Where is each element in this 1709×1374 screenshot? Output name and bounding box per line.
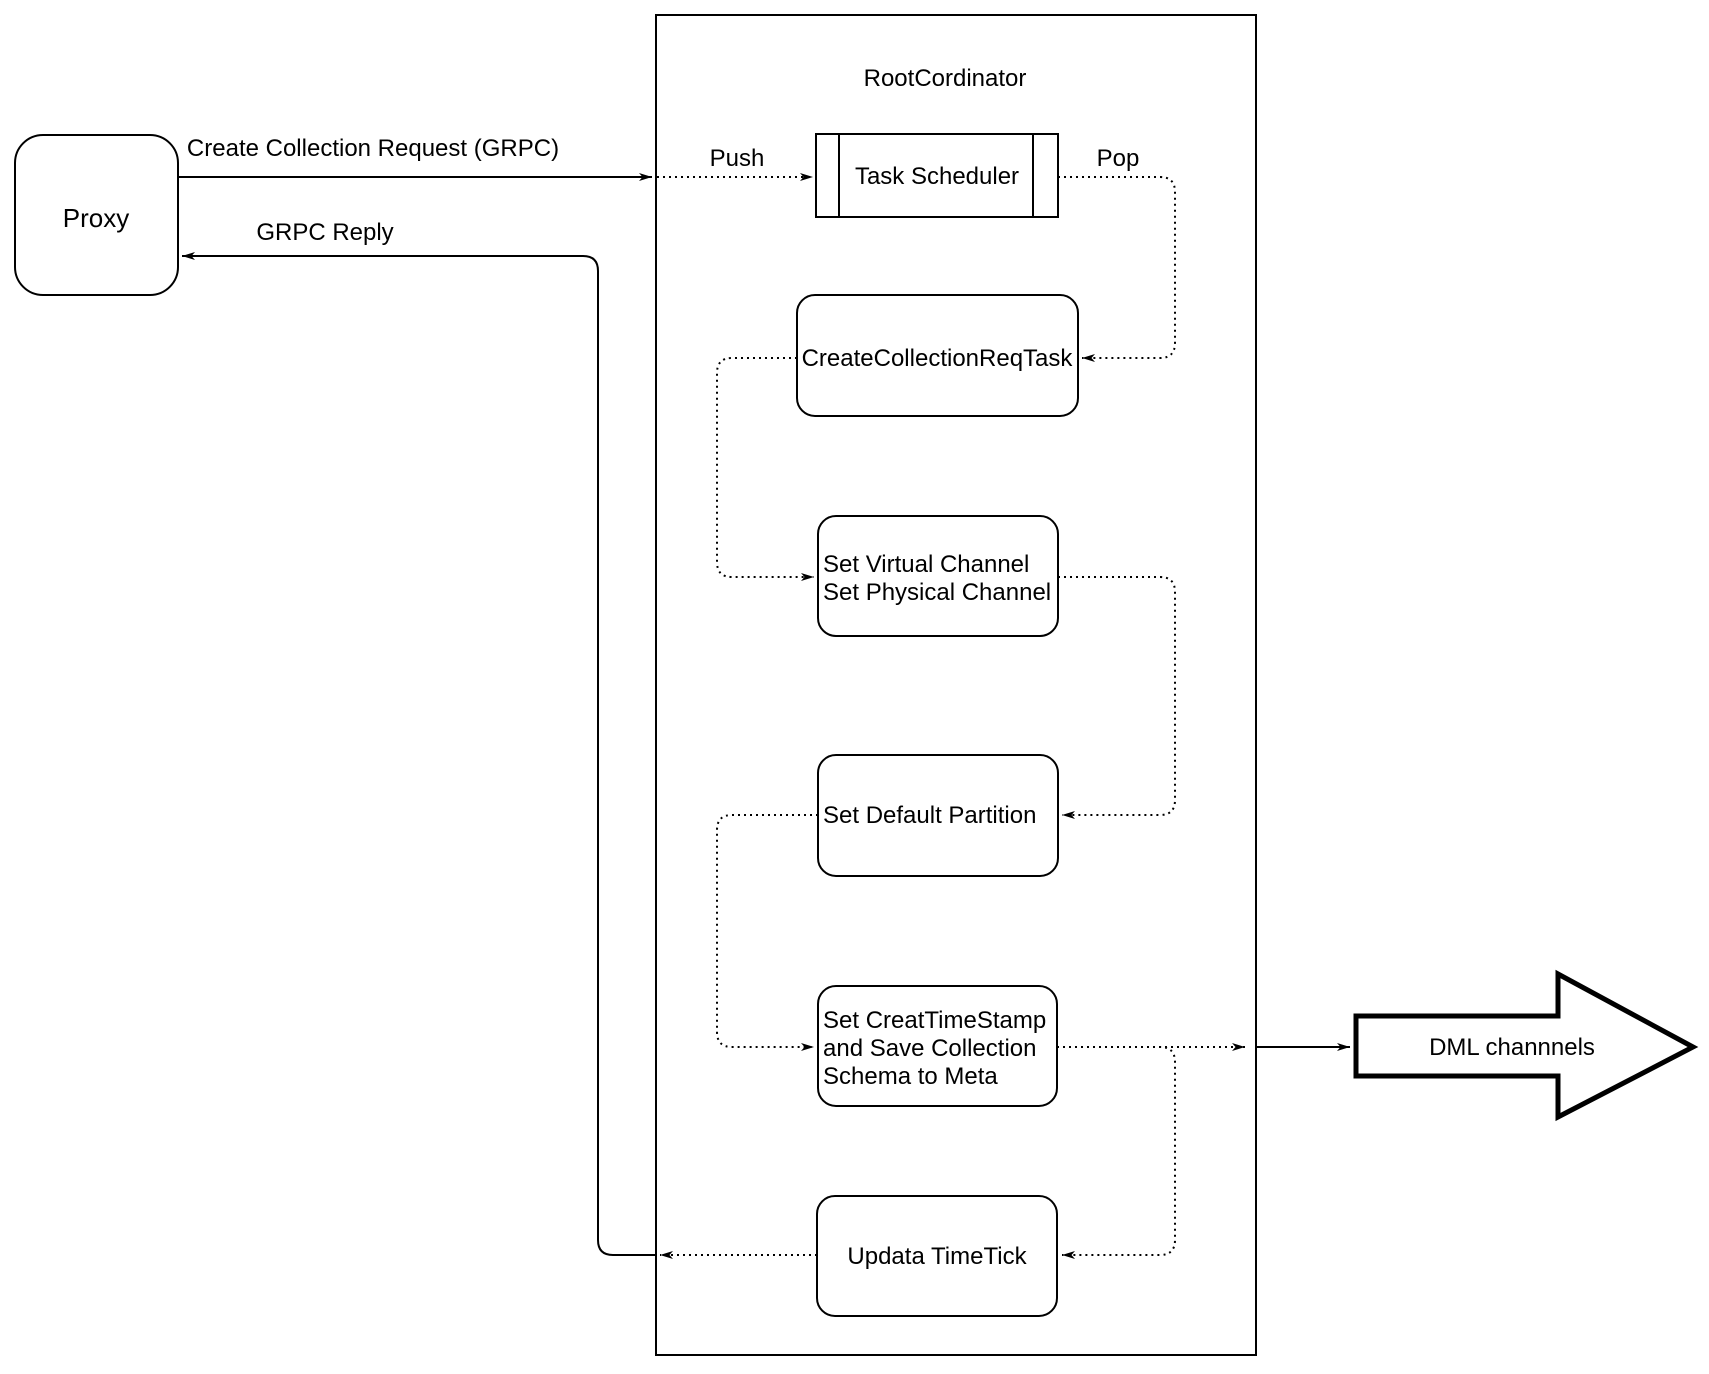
create-collection-req-task-label: CreateCollectionReqTask — [802, 345, 1074, 372]
proxy-label: Proxy — [63, 203, 129, 233]
dml-channels-node: DML channnels — [1353, 969, 1699, 1122]
set-timestamp-save-schema-node: Set CreatTimeStamp and Save Collection S… — [817, 985, 1058, 1107]
set-timestamp-label-line3: Schema to Meta — [823, 1063, 998, 1090]
root-coordinator-container: RootCordinator — [655, 14, 1257, 1356]
edge-pop-label: Pop — [1097, 145, 1140, 172]
edge-create-collection-request: Create Collection Request (GRPC) — [178, 135, 652, 181]
update-timetick-node: Updata TimeTick — [816, 1195, 1058, 1317]
edge-push: Push — [657, 145, 813, 181]
edge-pop: Pop — [1058, 145, 1176, 362]
edge-set-channels-to-default-partition — [1058, 576, 1176, 819]
set-channels-node: Set Virtual Channel Set Physical Channel — [817, 515, 1059, 637]
set-default-partition-label: Set Default Partition — [823, 802, 1036, 829]
dml-channels-label: DML channnels — [1429, 1034, 1595, 1061]
edge-create-collection-request-label: Create Collection Request (GRPC) — [187, 135, 559, 162]
proxy-node: Proxy — [14, 134, 179, 296]
set-timestamp-label-line1: Set CreatTimeStamp — [823, 1007, 1046, 1034]
root-coordinator-title: RootCordinator — [864, 65, 1027, 92]
set-channels-label-line2: Set Physical Channel — [823, 579, 1051, 606]
set-channels-label-line1: Set Virtual Channel — [823, 551, 1029, 578]
task-scheduler-node: Task Scheduler — [815, 133, 1059, 218]
task-scheduler-label: Task Scheduler — [855, 163, 1019, 190]
edge-grpc-reply-label: GRPC Reply — [256, 219, 393, 246]
update-timetick-label: Updata TimeTick — [847, 1243, 1027, 1270]
set-default-partition-node: Set Default Partition — [817, 754, 1059, 877]
edge-timestamp-to-timetick — [1057, 1046, 1176, 1259]
create-collection-req-task-node: CreateCollectionReqTask — [796, 294, 1079, 417]
set-timestamp-label-line2: and Save Collection — [823, 1035, 1036, 1062]
edge-grpc-reply: GRPC Reply — [182, 219, 656, 1256]
edge-default-partition-to-timestamp — [716, 814, 818, 1051]
edge-push-label: Push — [710, 145, 765, 172]
